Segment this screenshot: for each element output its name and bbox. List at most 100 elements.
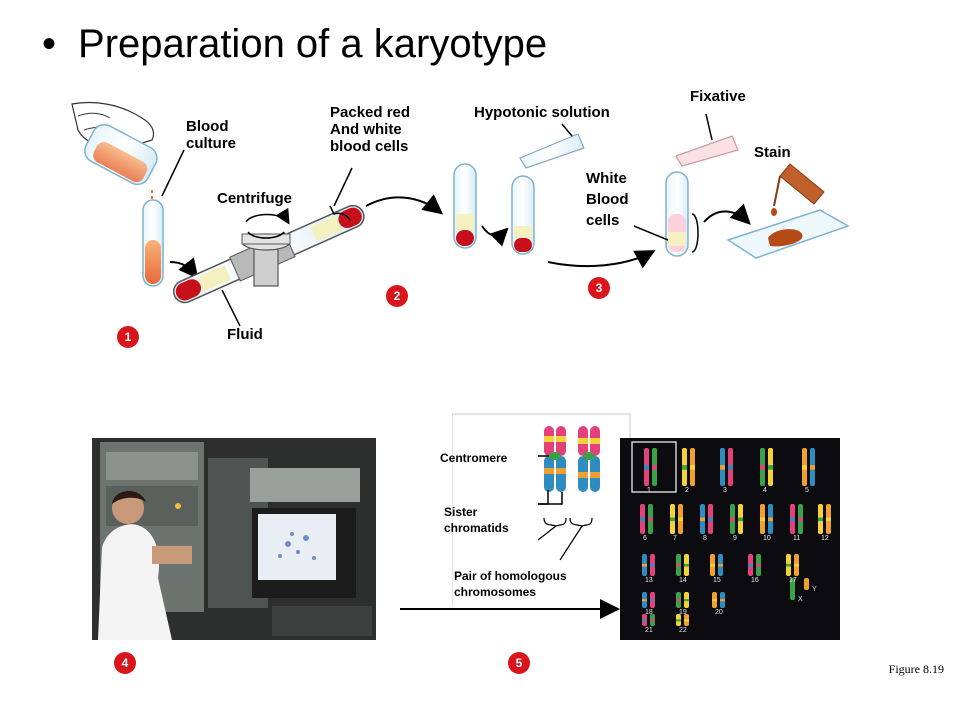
step-badge-3: 3	[588, 277, 610, 299]
chromosome-diagram	[452, 413, 631, 606]
step-badge-5: 5	[508, 652, 530, 674]
karyotype-band	[652, 465, 657, 470]
karyotype-band	[676, 599, 681, 602]
karyotype-band	[670, 517, 675, 522]
karyotype-number-10: 10	[763, 535, 771, 542]
label-centrifuge: Centrifuge	[217, 190, 292, 207]
karyotype-number-4: 4	[763, 487, 767, 494]
karyotype-band	[760, 465, 765, 470]
fixed-cells-tube	[665, 171, 689, 257]
karyotype-number-13: 13	[645, 577, 653, 584]
karyotype-band	[650, 619, 655, 622]
karyotype-band	[642, 599, 647, 602]
blood-culture-pointer	[161, 149, 185, 197]
label-fluid: Fluid	[227, 326, 263, 343]
arrow-to-slide	[703, 203, 751, 225]
karyotype-number-2: 2	[685, 487, 689, 494]
karyotype-band	[738, 517, 743, 522]
step-badge-2: 2	[386, 285, 408, 307]
hand-with-flask	[71, 101, 158, 210]
label-packed-cells: Packed red And white blood cells	[330, 104, 411, 155]
arrow-to-karyotype	[400, 599, 620, 619]
karyotype-chromosome-Y	[804, 578, 809, 590]
figure-caption: Figure 8.19	[888, 662, 944, 676]
packed-cells-brace	[329, 205, 351, 221]
arrow-to-step-2	[365, 194, 444, 215]
title-bullet: •	[42, 22, 57, 66]
lab-photo	[92, 438, 376, 640]
karyotype-number-3: 3	[723, 487, 727, 494]
karyotype-band	[650, 599, 655, 602]
karyotype-band	[730, 517, 735, 522]
blood-culture-tube	[142, 199, 164, 287]
karyotype-band	[802, 465, 807, 470]
white-cells-pointer	[633, 225, 669, 241]
karyotype-band	[798, 517, 803, 522]
fluid-pointer	[221, 289, 241, 327]
karyotype-band	[720, 599, 725, 602]
karyotype-number-11: 11	[793, 535, 801, 542]
centrifuge	[173, 204, 365, 304]
hypotonic-tube	[511, 175, 535, 255]
label-stain: Stain	[754, 144, 791, 161]
karyotype-band	[748, 563, 753, 567]
karyotype-band	[728, 465, 733, 470]
karyotype-band	[644, 465, 649, 470]
karyotype-band	[682, 465, 687, 470]
karyotype-band	[640, 517, 645, 522]
karyotype-number-X: X	[798, 596, 803, 603]
karyotype-band	[684, 619, 689, 622]
karyotype-number-17: 17	[789, 577, 797, 584]
karyotype-number-6: 6	[643, 535, 647, 542]
karyotype-band	[678, 517, 683, 522]
karyotype-band	[684, 599, 689, 602]
separated-tube	[453, 163, 477, 249]
karyotype-band	[642, 563, 647, 567]
karyotype-number-15: 15	[713, 577, 721, 584]
fixative-dropper	[675, 113, 739, 167]
karyotype-number-8: 8	[703, 535, 707, 542]
karyotype-number-16: 16	[751, 577, 759, 584]
karyotype-band	[690, 465, 695, 470]
karyotype-band	[786, 563, 791, 567]
karyotype-band	[818, 517, 823, 522]
hypotonic-dropper	[519, 123, 585, 169]
karyotype-number-14: 14	[679, 577, 687, 584]
karyotype-chromosomes	[631, 441, 831, 626]
karyotype-number-Y: Y	[812, 586, 817, 593]
karyotype-band	[648, 517, 653, 522]
karyotype-number-20: 20	[715, 609, 723, 616]
karyotype-chromosome-X	[790, 578, 795, 600]
microscope-slide	[726, 209, 850, 259]
karyotype-band	[718, 563, 723, 567]
chromosome-pair-left	[544, 426, 566, 492]
arrow-tube-to-centrifuge	[169, 257, 199, 280]
packed-cells-pointer	[333, 167, 353, 207]
karyotype-band	[794, 563, 799, 567]
karyotype-band	[710, 563, 715, 567]
karyotype-number-9: 9	[733, 535, 737, 542]
karyotype-band	[676, 563, 681, 567]
stain-dropper	[771, 163, 825, 216]
karyotype-number-7: 7	[673, 535, 677, 542]
label-sister-chromatids: Sister chromatids	[444, 505, 509, 535]
karyotype-band	[810, 465, 815, 470]
karyotype-number-18: 18	[645, 609, 653, 616]
step-badge-1: 1	[117, 326, 139, 348]
karyotype-band	[756, 563, 761, 567]
label-fixative: Fixative	[690, 88, 746, 105]
karyotype-band	[676, 619, 681, 622]
karyotype-band	[768, 517, 773, 522]
arrow-to-step-3	[547, 250, 656, 269]
karyotype-number-12: 12	[821, 535, 829, 542]
slide-title: •Preparation of a karyotype	[42, 22, 547, 67]
label-centromere: Centromere	[440, 451, 508, 465]
chromosome-pair-right	[578, 426, 600, 492]
karyotype-number-19: 19	[679, 609, 687, 616]
step-badge-4: 4	[114, 652, 136, 674]
karyotype-band	[768, 465, 773, 470]
karyotype-band	[708, 517, 713, 522]
